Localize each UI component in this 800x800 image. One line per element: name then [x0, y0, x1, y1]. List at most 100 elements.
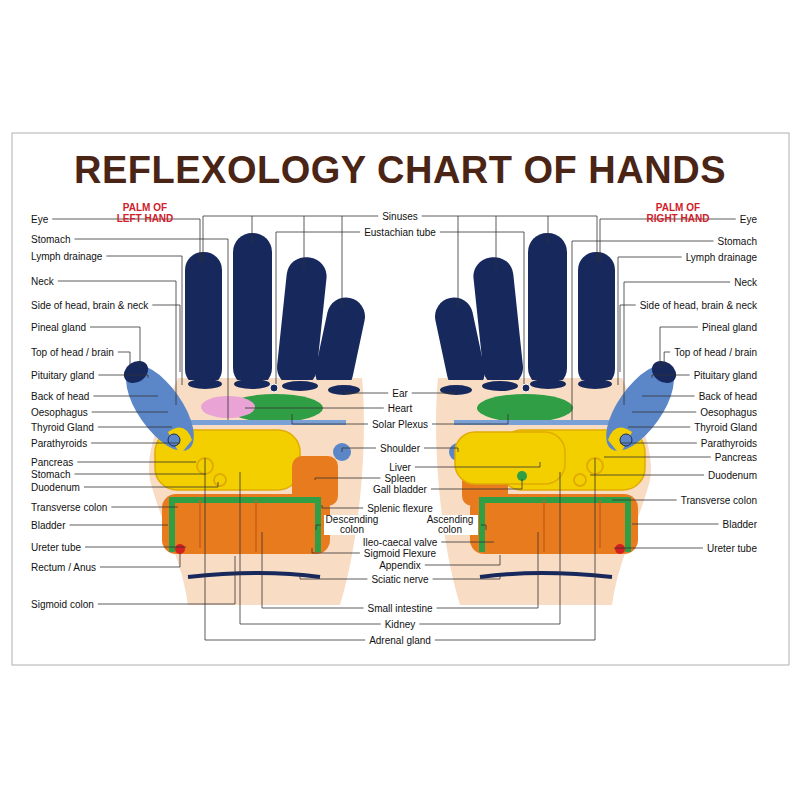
reflex-label: Rectum / Anus — [30, 562, 97, 573]
leader-line — [500, 576, 501, 579]
leader-line — [100, 553, 180, 567]
leader-line — [632, 412, 696, 413]
leader-line — [652, 375, 690, 378]
leader-line — [455, 390, 456, 393]
leader-line — [240, 472, 241, 624]
leader-line — [618, 257, 682, 385]
leader-line — [345, 390, 346, 393]
leader-line — [540, 462, 541, 467]
reflex-label: Lymph drainage — [685, 252, 758, 263]
leader-line — [548, 216, 549, 243]
leader-line — [240, 624, 381, 625]
reflex-label: Top of head / brain — [673, 347, 758, 358]
leader-line — [77, 462, 196, 463]
leader-line — [538, 532, 539, 608]
reflex-label: Side of head, brain & neck — [639, 300, 758, 311]
hand-heading: PALM OF LEFT HAND — [111, 202, 179, 224]
leader-line — [431, 489, 522, 490]
reflex-label: Small intestine — [366, 603, 433, 614]
leader-line — [312, 553, 360, 554]
leader-line — [92, 412, 168, 413]
leader-line — [632, 524, 719, 525]
reflex-label: Lymph drainage — [30, 251, 103, 262]
leader-line — [312, 548, 313, 553]
reflex-label: Ureter tube — [30, 542, 82, 553]
reflex-label: Eustachian tube — [363, 227, 437, 238]
leader-line — [98, 427, 172, 428]
leader-line — [595, 458, 596, 640]
leader-line — [315, 478, 380, 479]
leader-line — [597, 216, 598, 262]
leader-line — [614, 548, 703, 549]
liver-zone — [455, 432, 565, 484]
leader-line — [98, 375, 148, 378]
leader-line — [111, 507, 178, 508]
leader-line — [458, 216, 459, 308]
leader-line — [496, 216, 497, 268]
reflex-label: Bladder — [722, 519, 758, 530]
reflex-label: Parathyroids — [700, 438, 758, 449]
leader-line — [342, 448, 343, 452]
leader-line — [500, 555, 501, 565]
leader-line — [481, 525, 486, 526]
reflex-label: Transverse colon — [30, 502, 108, 513]
leader-line — [424, 448, 458, 449]
reflex-label: Side of head, brain & neck — [30, 300, 149, 311]
reflex-label: Kidney — [384, 619, 417, 630]
reflex-label: Neck — [30, 276, 55, 287]
leader-line — [412, 393, 455, 394]
leader-line — [425, 565, 500, 566]
leader-line — [572, 241, 714, 420]
leader-line — [642, 396, 695, 397]
leader-line — [604, 457, 711, 458]
leader-line — [203, 216, 378, 217]
reflex-label: Back of head — [698, 391, 758, 402]
leader-line — [419, 624, 560, 625]
leader-line — [74, 239, 228, 420]
reflex-label: Pituitary gland — [693, 370, 758, 381]
leader-line — [316, 525, 317, 530]
leader-line — [522, 479, 523, 489]
reflex-label: Thyroid Gland — [30, 422, 95, 433]
leader-line — [437, 608, 538, 609]
reflex-label: Oesophagus — [30, 407, 89, 418]
leader-line — [91, 443, 180, 444]
leader-line — [118, 352, 130, 366]
leader-line — [85, 547, 186, 548]
leader-line — [620, 305, 636, 372]
leader-line — [612, 500, 677, 501]
leader-line — [74, 474, 206, 475]
reflex-label: Pancreas — [714, 452, 758, 463]
reflex-label: Pancreas — [30, 457, 74, 468]
leader-line — [262, 532, 263, 608]
leader-line — [106, 256, 182, 385]
leader-line — [508, 414, 509, 424]
reflex-label: Eye — [30, 214, 49, 225]
reflex-label: Pineal gland — [701, 322, 758, 333]
reflex-label: Parathyroids — [30, 438, 88, 449]
reflex-label: Thyroid Gland — [693, 422, 758, 433]
reflex-label: Duodenum — [707, 470, 758, 481]
leader-line — [98, 556, 235, 604]
leader-line — [205, 640, 365, 641]
leader-line — [486, 525, 487, 530]
leader-line — [590, 475, 704, 476]
right-hand — [431, 233, 686, 605]
reflex-label: Stomach — [30, 469, 71, 480]
leader-line — [252, 216, 253, 243]
chart-title: REFLEXOLOGY CHART OF HANDS — [74, 149, 726, 192]
hand-heading: PALM OF RIGHT HAND — [644, 202, 712, 224]
reflex-label: Sinuses — [381, 211, 419, 222]
leader-line — [342, 216, 343, 308]
leader-line — [93, 396, 158, 397]
reflex-label: Eye — [739, 214, 758, 225]
reflex-label: Ascending colon — [422, 515, 478, 535]
leader-line — [316, 525, 321, 526]
leader-line — [345, 393, 388, 394]
leader-line — [203, 216, 204, 262]
leader-line — [276, 232, 277, 384]
reflex-label: Ear — [391, 388, 409, 399]
leader-line — [342, 448, 376, 449]
reflex-label: Ureter tube — [706, 543, 758, 554]
